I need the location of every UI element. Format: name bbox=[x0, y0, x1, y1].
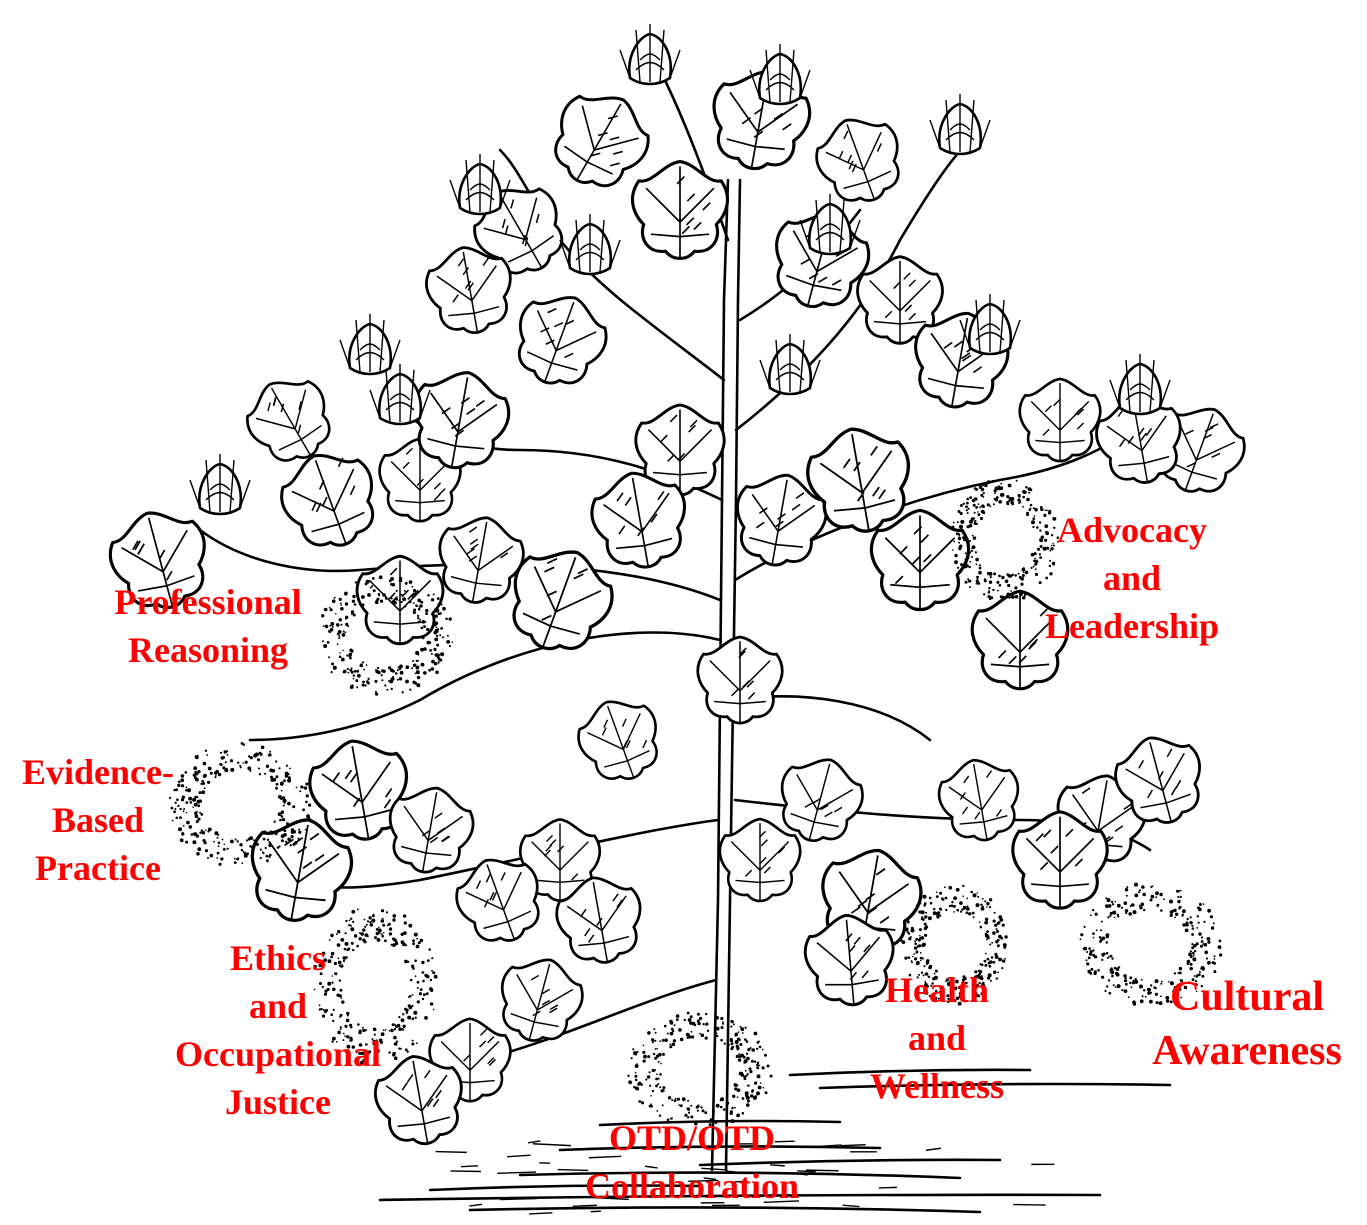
label-line: Professional bbox=[114, 578, 301, 626]
label-line: Reasoning bbox=[114, 626, 301, 674]
cotton-bud bbox=[340, 314, 400, 374]
cotton-boll bbox=[627, 1012, 772, 1127]
cotton-bud bbox=[450, 154, 510, 214]
ground-hatch bbox=[469, 1204, 481, 1206]
ground-hatch bbox=[528, 1141, 540, 1143]
leaf bbox=[632, 162, 727, 259]
label-line: Based bbox=[22, 796, 174, 844]
label-line: Health bbox=[870, 966, 1004, 1014]
label-line: Leadership bbox=[1045, 602, 1219, 650]
label-line: OTD/OTD bbox=[585, 1114, 799, 1162]
ground-hatch bbox=[797, 1171, 816, 1172]
ground-hatch bbox=[436, 1152, 467, 1153]
label-ethics-occupational-justice: Ethics and Occupational Justice bbox=[175, 934, 381, 1126]
label-line: and bbox=[1045, 554, 1219, 602]
ground-hatch bbox=[461, 1166, 478, 1167]
label-line: Awareness bbox=[1152, 1024, 1342, 1078]
leaf bbox=[698, 637, 782, 723]
label-health-wellness: Health and Wellness bbox=[870, 966, 1004, 1110]
label-line: Ethics bbox=[175, 934, 381, 982]
label-line: and bbox=[175, 982, 381, 1030]
label-line: Wellness bbox=[870, 1062, 1004, 1110]
label-line: Justice bbox=[175, 1078, 381, 1126]
ground-hatch bbox=[841, 1145, 866, 1146]
ground-hatch bbox=[806, 1170, 839, 1171]
label-otd-collaboration: OTD/OTD Collaboration bbox=[585, 1114, 799, 1210]
ground-hatch bbox=[1013, 1205, 1045, 1206]
label-line: and bbox=[870, 1014, 1004, 1062]
ground-hatch bbox=[533, 1144, 571, 1146]
leaf bbox=[807, 106, 913, 213]
label-line: Occupational bbox=[175, 1030, 381, 1078]
label-line: Advocacy bbox=[1045, 506, 1219, 554]
label-line: Collaboration bbox=[585, 1162, 799, 1210]
ground-hatch bbox=[450, 1171, 480, 1172]
ground-hatch bbox=[497, 1172, 536, 1173]
cotton-bud bbox=[930, 94, 990, 154]
leaf bbox=[569, 689, 671, 791]
label-cultural-awareness: Cultural Awareness bbox=[1152, 970, 1342, 1078]
leaf bbox=[871, 510, 968, 609]
leaf bbox=[1020, 379, 1101, 461]
ground-hatch bbox=[926, 1148, 941, 1150]
cotton-bud bbox=[620, 24, 680, 84]
ground-hatch bbox=[507, 1155, 531, 1157]
label-line: Practice bbox=[22, 844, 174, 892]
label-evidence-based-practice: Evidence- Based Practice bbox=[22, 748, 174, 892]
label-line: Cultural bbox=[1152, 970, 1342, 1024]
label-advocacy-leadership: Advocacy and Leadership bbox=[1045, 506, 1219, 650]
ground-hatch bbox=[529, 1213, 552, 1214]
cotton-bud bbox=[560, 214, 620, 274]
ground-hatch bbox=[879, 1187, 897, 1188]
cotton-bud bbox=[1110, 354, 1170, 414]
ground-hatch bbox=[558, 1170, 589, 1171]
ground-hatch bbox=[591, 1211, 601, 1212]
cotton-bud bbox=[190, 454, 250, 514]
leaf bbox=[934, 753, 1026, 846]
ground-hatch bbox=[500, 1199, 537, 1200]
label-professional-reasoning: Professional Reasoning bbox=[114, 578, 301, 674]
leaf bbox=[504, 283, 617, 397]
leaf bbox=[431, 511, 529, 610]
ground-hatch bbox=[843, 1205, 860, 1206]
label-line: Evidence- bbox=[22, 748, 174, 796]
